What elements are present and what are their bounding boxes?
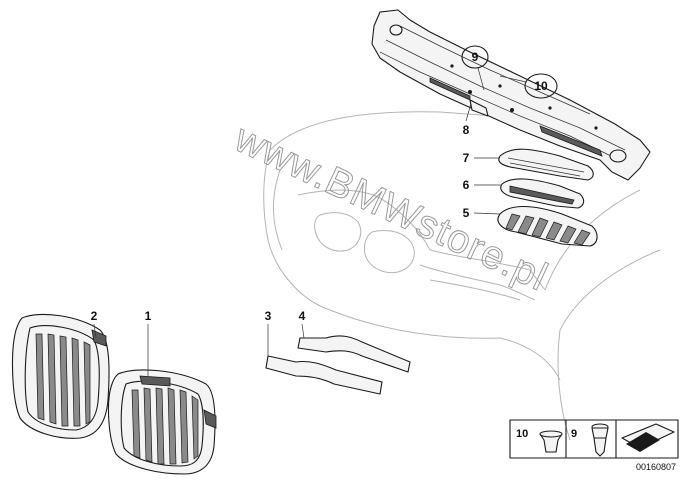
legend-box: 10 9 <box>509 419 679 459</box>
callout-5: 5 <box>463 206 470 220</box>
callout-9-top: 9 <box>472 50 479 64</box>
kidney-grille-left <box>11 313 110 439</box>
leader-9 <box>477 67 485 91</box>
kidney-grille-right <box>108 369 217 475</box>
legend-item-9: 9 <box>571 428 577 440</box>
callout-9-circle-top <box>461 45 489 69</box>
callout-3: 3 <box>265 309 272 323</box>
clip-part-8 <box>469 99 489 117</box>
seal-strip-3 <box>265 355 383 395</box>
callout-4: 4 <box>299 309 306 323</box>
leader-4 <box>301 323 305 339</box>
leader-5 <box>473 212 501 215</box>
legend-frame <box>509 419 679 459</box>
leader-2 <box>93 323 97 339</box>
document-number: 00160807 <box>636 462 676 472</box>
callout-10-circle-top <box>524 73 558 99</box>
legend-clip-icon <box>591 423 609 457</box>
cowl-panel-part <box>371 9 651 181</box>
seal-strip-4 <box>297 335 411 373</box>
leader-10 <box>499 75 527 83</box>
car-body-outline <box>263 111 661 441</box>
arrow-icon <box>621 423 675 452</box>
vent-grille-5 <box>497 206 598 247</box>
callout-7: 7 <box>463 151 470 165</box>
callout-6: 6 <box>463 178 470 192</box>
vent-grille-7 <box>498 148 594 181</box>
callout-8: 8 <box>463 123 470 137</box>
watermark: www.BMWstore.pl <box>227 116 554 300</box>
callout-2: 2 <box>91 309 98 323</box>
legend-item-10: 10 <box>516 428 528 440</box>
vent-grille-6 <box>500 178 585 209</box>
callout-1: 1 <box>145 309 152 323</box>
callout-10-top: 10 <box>534 79 548 93</box>
